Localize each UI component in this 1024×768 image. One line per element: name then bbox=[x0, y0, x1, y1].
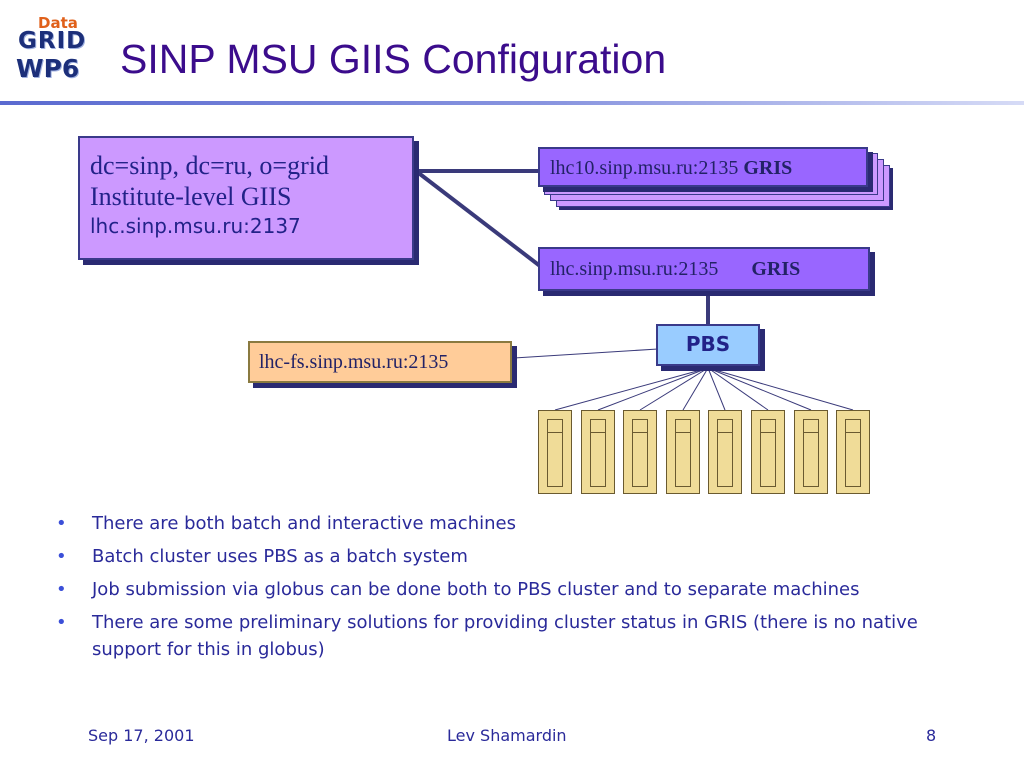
pbs-node-link bbox=[707, 367, 769, 411]
bullet-dot-icon: • bbox=[56, 546, 67, 567]
pbs-node-links bbox=[554, 367, 854, 411]
pbs-node-link bbox=[597, 367, 709, 411]
bullet-item: •There are some preliminary solutions fo… bbox=[56, 609, 976, 663]
giis-level: Institute-level GIIS bbox=[90, 182, 292, 211]
compute-node-slot bbox=[675, 419, 691, 487]
compute-node bbox=[751, 410, 785, 494]
compute-node bbox=[666, 410, 700, 494]
footer-page-number: 8 bbox=[926, 726, 937, 745]
logo-grid-text: GRID bbox=[18, 28, 87, 54]
compute-node-slot bbox=[845, 419, 861, 487]
compute-node-slot bbox=[590, 419, 606, 487]
logo-wp6-text: WP6 bbox=[16, 54, 80, 83]
compute-node bbox=[538, 410, 572, 494]
pbs-box: PBS bbox=[656, 324, 760, 366]
compute-node-slot bbox=[803, 419, 819, 487]
fileserver-box: lhc-fs.sinp.msu.ru:2135 bbox=[248, 341, 512, 383]
pbs-node-link bbox=[707, 367, 854, 411]
giis-host: lhc.sinp.msu.ru:2137 bbox=[90, 214, 301, 238]
gris-lhc10-box: lhc10.sinp.msu.ru:2135 GRIS bbox=[538, 147, 868, 187]
compute-node bbox=[623, 410, 657, 494]
compute-node-slot bbox=[717, 419, 733, 487]
compute-node bbox=[581, 410, 615, 494]
footer-author: Lev Shamardin bbox=[447, 726, 567, 745]
compute-node bbox=[836, 410, 870, 494]
compute-node-slot bbox=[760, 419, 776, 487]
bullet-dot-icon: • bbox=[56, 513, 67, 534]
gris-lhc-box: lhc.sinp.msu.ru:2135 GRIS bbox=[538, 247, 870, 291]
pbs-node-link bbox=[707, 367, 726, 411]
compute-node bbox=[708, 410, 742, 494]
title-divider bbox=[0, 101, 1024, 105]
connector-giis-gris-mid bbox=[414, 169, 542, 268]
gris-lhc-host: lhc.sinp.msu.ru:2135 bbox=[550, 258, 719, 280]
compute-node bbox=[794, 410, 828, 494]
footer-date: Sep 17, 2001 bbox=[88, 726, 195, 745]
compute-node-slot bbox=[632, 419, 648, 487]
logo-data-text: Data bbox=[38, 14, 78, 32]
gris-lhc10-host: lhc10.sinp.msu.ru:2135 bbox=[550, 157, 739, 179]
bullet-item: •There are both batch and interactive ma… bbox=[56, 510, 976, 537]
pbs-node-link bbox=[554, 367, 709, 411]
pbs-node-link bbox=[639, 367, 709, 411]
institute-giis-box: dc=sinp, dc=ru, o=grid Institute-level G… bbox=[78, 136, 414, 260]
pbs-node-link bbox=[682, 367, 709, 411]
bullet-dot-icon: • bbox=[56, 579, 67, 600]
gris-lhc-label: GRIS bbox=[751, 258, 801, 280]
bullet-item: •Job submission via globus can be done b… bbox=[56, 576, 976, 603]
bullet-list: •There are both batch and interactive ma… bbox=[56, 510, 976, 669]
connector-fs-pbs bbox=[513, 348, 659, 359]
datagrid-wp6-logo: Data GRID WP6 bbox=[14, 14, 100, 86]
bullet-dot-icon: • bbox=[56, 612, 67, 633]
bullet-item: •Batch cluster uses PBS as a batch syste… bbox=[56, 543, 976, 570]
giis-dn: dc=sinp, dc=ru, o=grid bbox=[90, 151, 329, 180]
pbs-node-link bbox=[707, 367, 812, 411]
gris-lhc10-label: GRIS bbox=[743, 157, 793, 179]
compute-node-slot bbox=[547, 419, 563, 487]
slide-title: SINP MSU GIIS Configuration bbox=[120, 36, 667, 82]
